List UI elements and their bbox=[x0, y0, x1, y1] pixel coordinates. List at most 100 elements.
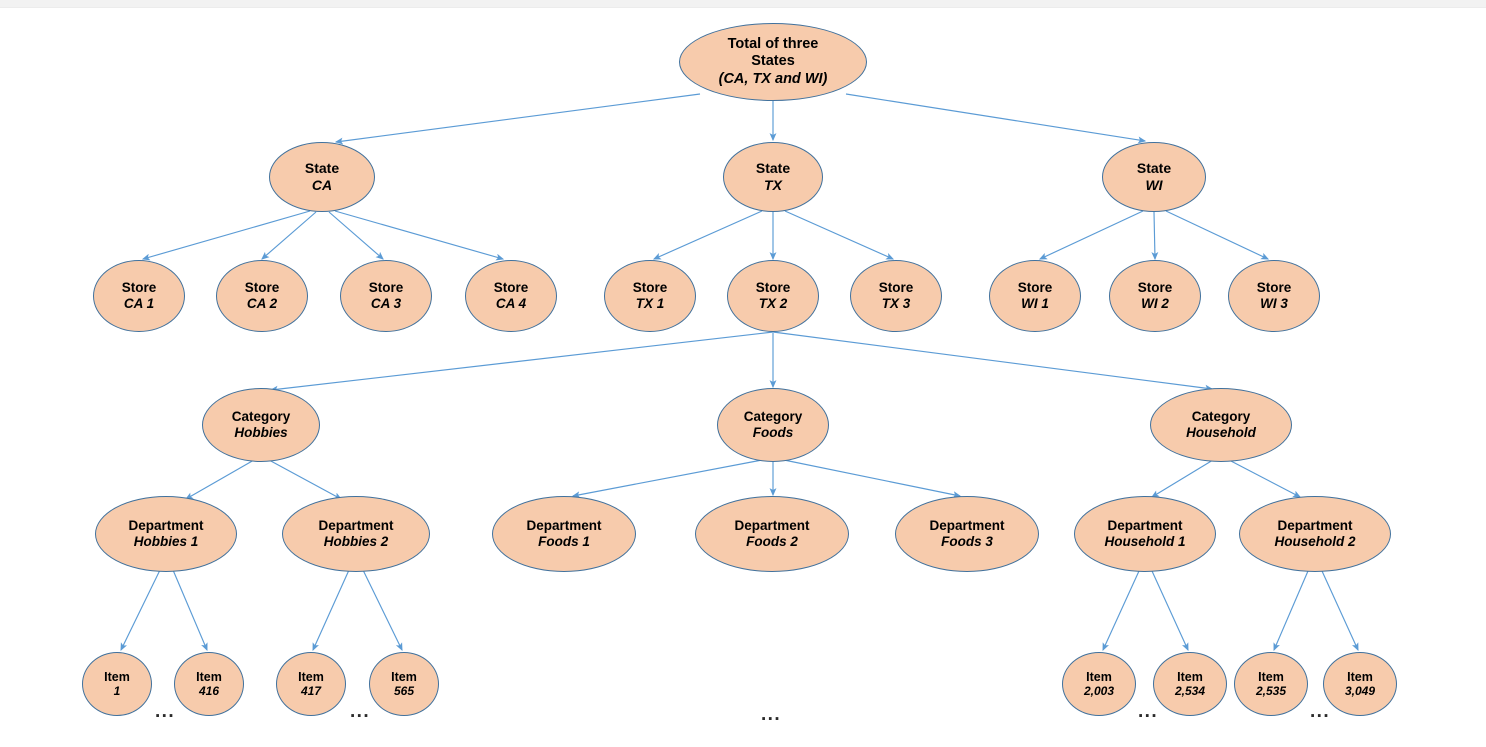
node-department-value-label: Foods 1 bbox=[538, 534, 590, 549]
node-state-value-label: WI bbox=[1145, 177, 1163, 193]
node-state-type-label: State bbox=[304, 160, 340, 177]
node-store-value-label: CA 2 bbox=[246, 296, 278, 311]
edge-department-Household1-to-item-2003 bbox=[1102, 570, 1140, 652]
node-state-type-label: State bbox=[755, 160, 791, 177]
edge-department-Hobbies1-to-item-1 bbox=[120, 569, 161, 652]
node-state-value-label: TX bbox=[764, 177, 782, 193]
node-item-type-label: Item bbox=[1177, 669, 1203, 684]
node-category-type-label: Category bbox=[1191, 409, 1251, 425]
node-item-type-label: Item bbox=[196, 669, 222, 684]
edge-department-Hobbies2-to-item-417 bbox=[312, 569, 350, 652]
node-store-type-label: Store bbox=[493, 280, 529, 296]
node-item-value-label: 1 bbox=[113, 684, 121, 699]
edge-department-Household2-to-item-2535 bbox=[1273, 570, 1309, 652]
edge-category-Hobbies-to-department-Hobbies2 bbox=[268, 459, 343, 500]
edge-state-WI-to-store-WI3 bbox=[1165, 210, 1270, 260]
node-store-value-label: TX 2 bbox=[758, 296, 788, 311]
edge-state-WI-to-store-WI1 bbox=[1038, 210, 1144, 260]
edge-state-CA-to-store-CA4 bbox=[334, 210, 505, 261]
node-department-value-label: Foods 2 bbox=[746, 534, 798, 549]
node-total-type-label: Total of three bbox=[727, 36, 819, 53]
edge-state-CA-to-store-CA3 bbox=[328, 211, 384, 260]
node-department-type-label: Department bbox=[734, 518, 810, 534]
ellipsis-mark-1: ... bbox=[350, 701, 371, 722]
node-category-value-label: Household bbox=[1186, 425, 1256, 440]
node-total-type-label-2: States bbox=[751, 53, 795, 70]
node-state-type-label: State bbox=[1136, 160, 1172, 177]
node-category-value-label: Foods bbox=[752, 425, 794, 440]
node-store-type-label: Store bbox=[1137, 280, 1173, 296]
edge-store-TX2-to-category-Hobbies bbox=[269, 331, 774, 393]
node-item-type-label: Item bbox=[298, 669, 324, 684]
node-store-value-label: WI 1 bbox=[1021, 296, 1049, 311]
node-store-type-label: Store bbox=[878, 280, 914, 296]
node-item-value-label: 2,535 bbox=[1255, 684, 1287, 699]
node-item-type-label: Item bbox=[1347, 669, 1373, 684]
node-item-value-label: 417 bbox=[300, 684, 322, 699]
edge-state-TX-to-store-TX3 bbox=[784, 210, 895, 260]
edge-department-Hobbies2-to-item-565 bbox=[362, 569, 403, 652]
node-item-value-label: 3,049 bbox=[1344, 684, 1376, 699]
edge-department-Household2-to-item-3049 bbox=[1321, 570, 1359, 652]
ellipsis-mark-3: ... bbox=[1138, 701, 1159, 722]
edge-department-Hobbies1-to-item-416 bbox=[172, 569, 208, 652]
node-item-type-label: Item bbox=[104, 669, 130, 684]
node-category-value-label: Hobbies bbox=[234, 425, 288, 440]
node-department-value-label: Hobbies 1 bbox=[133, 534, 199, 549]
edge-category-Hobbies-to-department-Hobbies1 bbox=[185, 459, 255, 500]
node-item-value-label: 2,534 bbox=[1174, 684, 1206, 699]
node-item-value-label: 2,003 bbox=[1083, 684, 1115, 699]
edge-category-Household-to-department-Household2 bbox=[1228, 459, 1302, 498]
node-store-type-label: Store bbox=[1017, 280, 1053, 296]
node-department-type-label: Department bbox=[318, 518, 394, 534]
node-category-type-label: Category bbox=[743, 409, 803, 425]
edge-department-Household1-to-item-2534 bbox=[1151, 570, 1189, 652]
node-total-value-label: (CA, TX and WI) bbox=[718, 70, 828, 87]
edge-state-CA-to-store-CA1 bbox=[141, 210, 311, 261]
edge-category-Foods-to-department-Foods3 bbox=[783, 459, 962, 498]
node-store-value-label: CA 1 bbox=[123, 296, 155, 311]
node-store-value-label: TX 3 bbox=[881, 296, 911, 311]
edge-category-Foods-to-department-Foods1 bbox=[571, 459, 763, 499]
edge-root-to-state-CA bbox=[334, 93, 701, 145]
node-store-type-label: Store bbox=[1256, 280, 1292, 296]
node-department-value-label: Hobbies 2 bbox=[323, 534, 389, 549]
node-item-type-label: Item bbox=[1086, 669, 1112, 684]
ellipsis-mark-2: ... bbox=[761, 704, 782, 725]
node-department-type-label: Department bbox=[526, 518, 602, 534]
